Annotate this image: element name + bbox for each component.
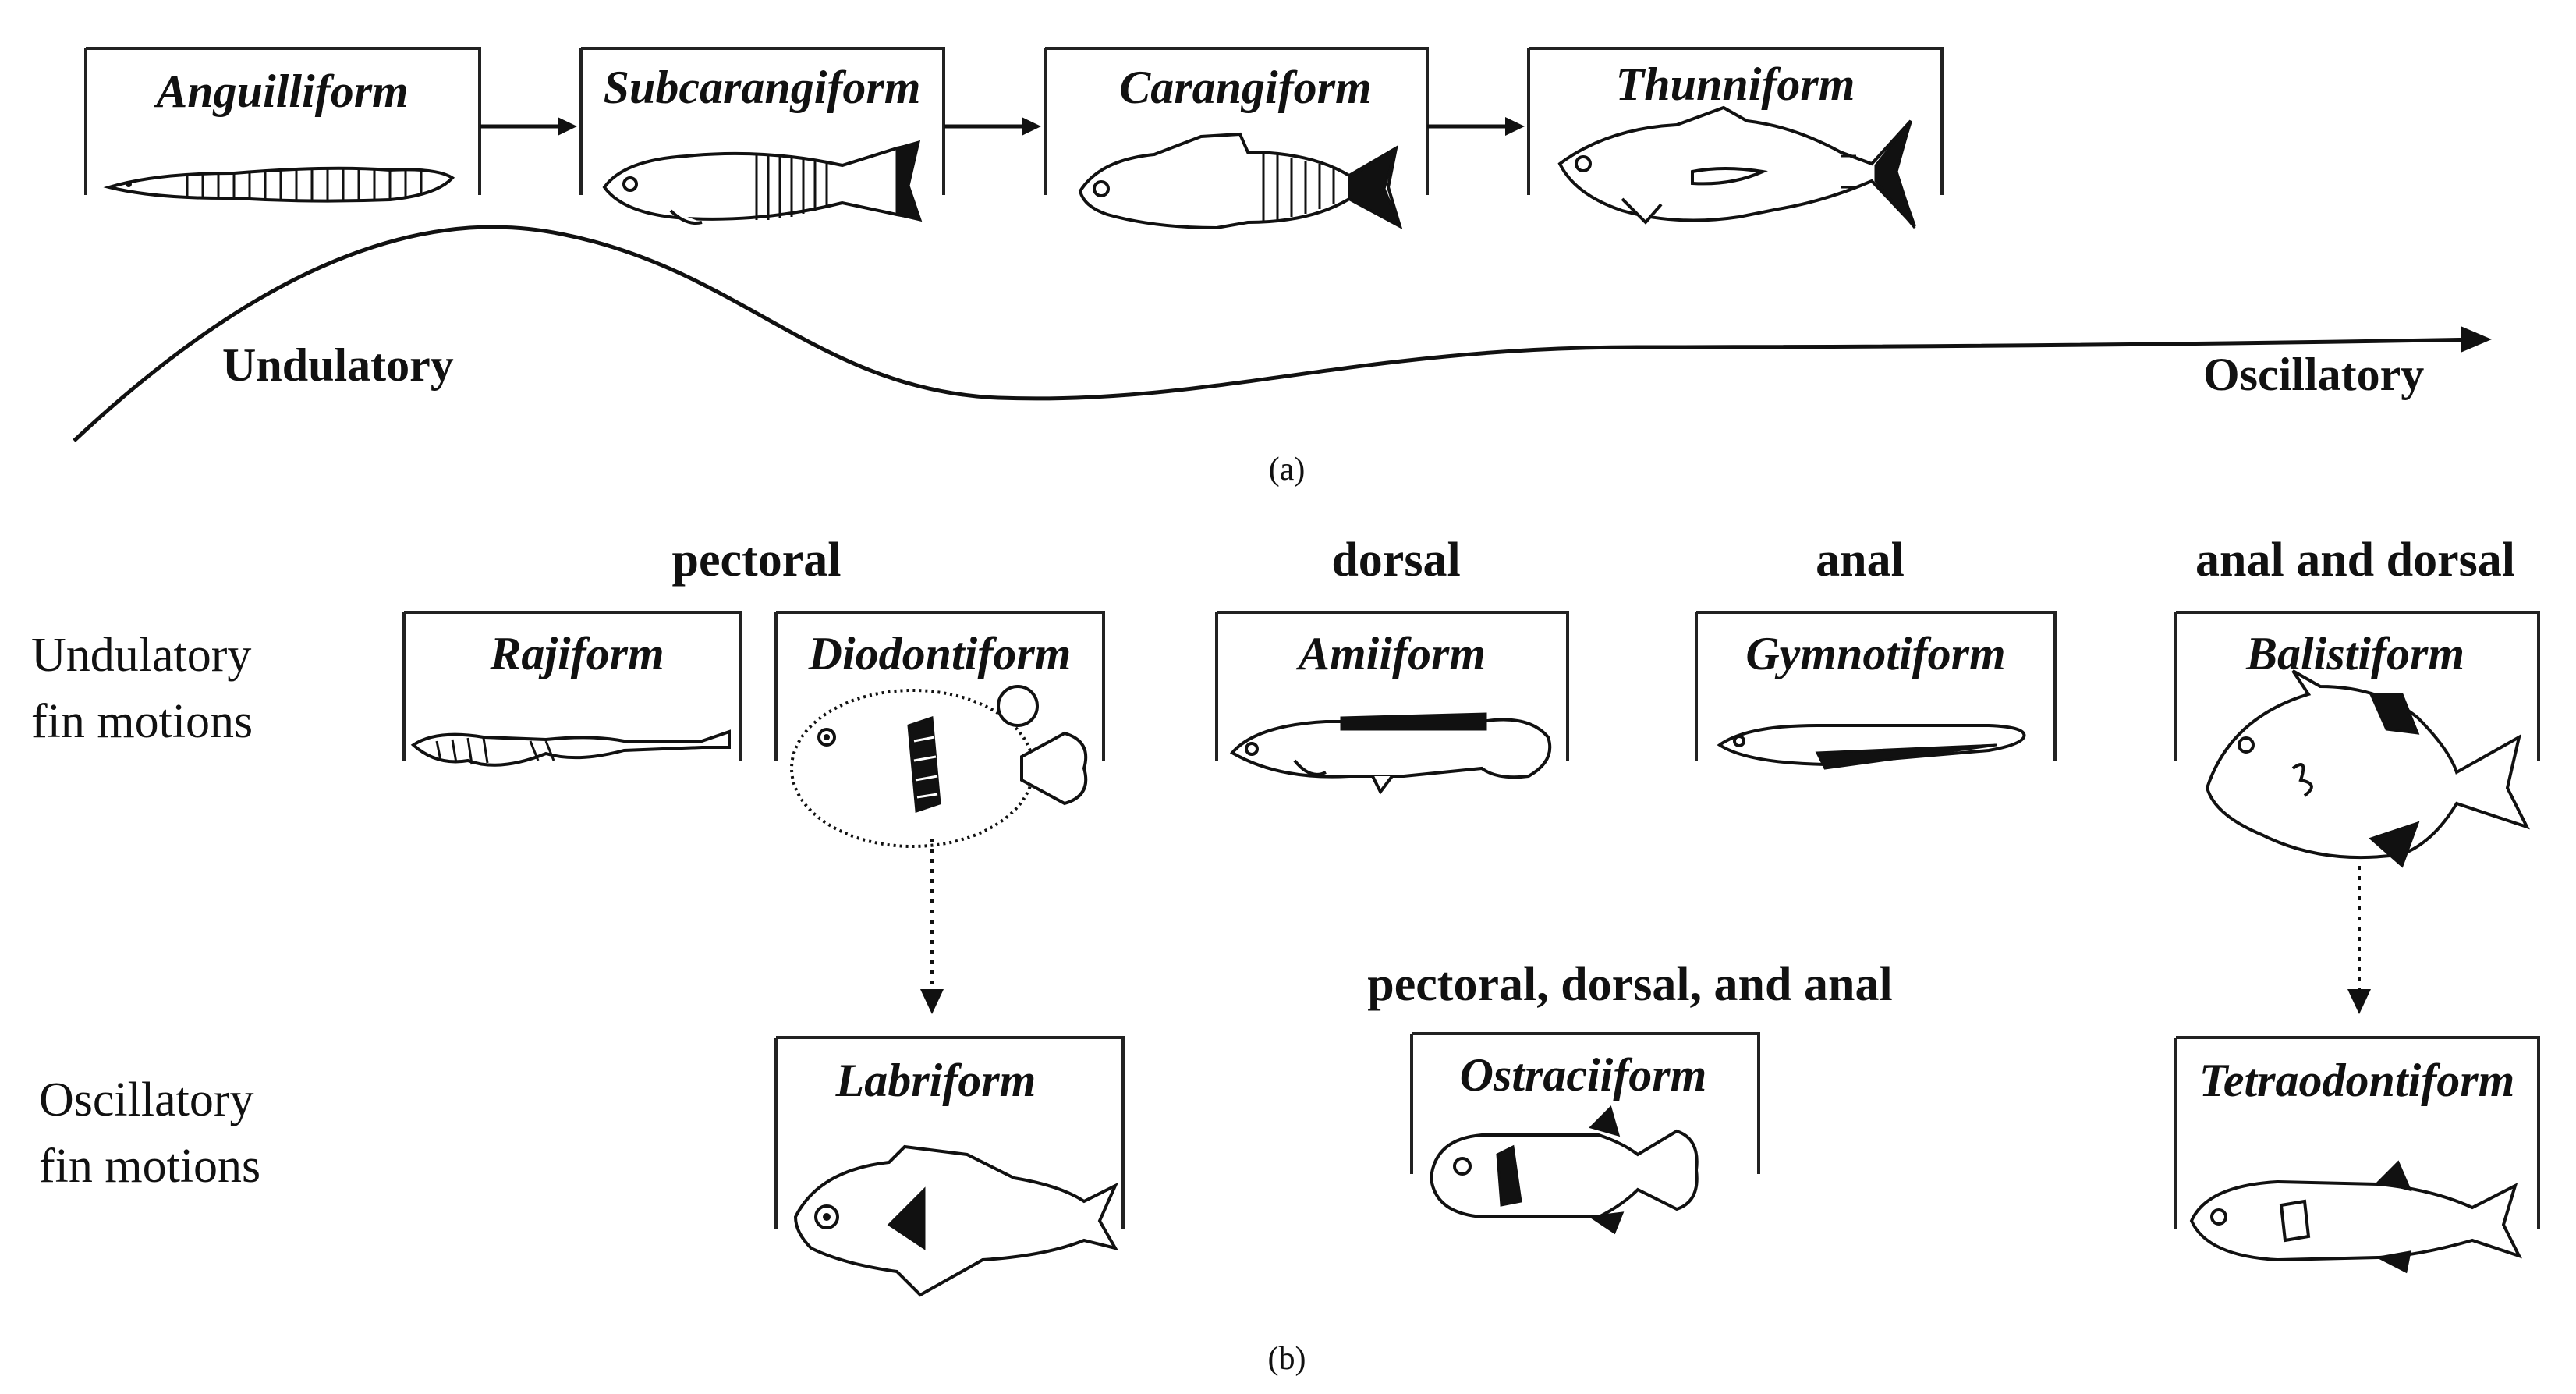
boxfish-icon — [1429, 1105, 1699, 1235]
arrowhead-3 — [1505, 117, 1525, 136]
arrowhead-2 — [1022, 117, 1041, 136]
mode-box-labriform: Labriform — [774, 1036, 1125, 1297]
mode-box-anguilliform: Anguilliform — [84, 47, 481, 203]
row-label-undulatory-line2: fin motions — [31, 695, 253, 748]
mode-title-labriform: Labriform — [835, 1055, 1036, 1106]
column-header-dorsal: dorsal — [1331, 534, 1460, 587]
mode-box-diodontiform: Diodontiform — [774, 611, 1105, 848]
pufferfish-icon — [2189, 1160, 2522, 1274]
column-header-pectoral: pectoral — [672, 534, 842, 587]
mode-title-ostraciiform: Ostraciiform — [1460, 1049, 1707, 1101]
box-frame — [1215, 611, 1569, 761]
row-label-oscillatory-line1: Oscillatory — [39, 1073, 254, 1126]
bowfin-icon — [1229, 712, 1552, 795]
caption-b: (b) — [1268, 1341, 1306, 1377]
mode-title-amiiform: Amiiform — [1295, 628, 1486, 679]
mode-title-anguilliform: Anguilliform — [153, 66, 408, 117]
mode-box-tetraodontiform: Tetraodontiform — [2174, 1036, 2540, 1274]
mode-title-thunniform: Thunniform — [1616, 59, 1855, 110]
mode-title-tetraodontiform: Tetraodontiform — [2199, 1055, 2515, 1106]
box-frame — [1695, 611, 2057, 761]
mode-box-amiiform: Amiiform — [1215, 611, 1569, 795]
ray-icon — [410, 729, 731, 767]
wave-label-undulatory: Undulatory — [222, 339, 454, 391]
mode-title-carangiform: Carangiform — [1119, 62, 1371, 113]
mode-box-carangiform: Carangiform — [1044, 47, 1429, 230]
mode-box-ostraciiform: Ostraciiform — [1410, 1032, 1760, 1235]
mode-title-balistiform: Balistiform — [2245, 628, 2464, 679]
part-a: Anguilliform Subcarang — [73, 47, 2492, 488]
wave-label-oscillatory: Oscillatory — [2203, 349, 2424, 400]
herring-icon — [1078, 132, 1403, 230]
wrasse-icon — [793, 1144, 1119, 1297]
column-header-anal: anal — [1816, 534, 1905, 587]
box-frame — [774, 1036, 1125, 1229]
mode-box-subcarangiform: Subcarangiform — [579, 47, 945, 225]
box-frame — [1044, 47, 1429, 195]
dotted-arrowhead-left — [920, 989, 944, 1014]
caption-a: (a) — [1269, 452, 1306, 488]
row-label-oscillatory-line2: fin motions — [39, 1140, 260, 1193]
mode-box-rajiform: Rajiform — [402, 611, 742, 767]
mode-title-rajiform: Rajiform — [489, 628, 664, 679]
eel-icon — [103, 166, 455, 203]
mode-title-gymnotiform: Gymnotiform — [1745, 628, 2005, 679]
triggerfish-icon — [2205, 669, 2530, 868]
box-frame — [1410, 1032, 1760, 1174]
box-frame — [402, 611, 742, 761]
mode-box-thunniform: Thunniform — [1527, 47, 1944, 229]
arrowhead-1 — [558, 117, 577, 136]
box-frame — [84, 47, 481, 195]
column-header-anal-and-dorsal: anal and dorsal — [2195, 534, 2515, 587]
undulatory-oscillatory-wave — [73, 225, 2485, 442]
box-frame — [1527, 47, 1944, 195]
tuna-icon — [1557, 105, 1916, 229]
mode-box-balistiform: Balistiform — [2174, 611, 2540, 868]
column-header-pectoral-dorsal-anal: pectoral, dorsal, and anal — [1367, 958, 1892, 1011]
mode-title-diodontiform: Diodontiform — [808, 628, 1072, 679]
box-frame — [2174, 611, 2540, 761]
wave-arrowhead — [2461, 326, 2492, 353]
knifefish-icon — [1717, 724, 2026, 770]
mode-title-subcarangiform: Subcarangiform — [604, 62, 921, 113]
box-frame — [2174, 1036, 2540, 1229]
dotted-arrowhead-right — [2347, 989, 2371, 1014]
part-b: pectoral dorsal anal anal and dorsal pec… — [31, 534, 2540, 1377]
porcupinefish-icon — [790, 685, 1088, 848]
row-label-undulatory-line1: Undulatory — [31, 629, 251, 682]
box-frame — [579, 47, 945, 195]
salmon-icon — [602, 140, 923, 225]
mode-box-gymnotiform: Gymnotiform — [1695, 611, 2057, 770]
box-frame — [774, 611, 1105, 761]
